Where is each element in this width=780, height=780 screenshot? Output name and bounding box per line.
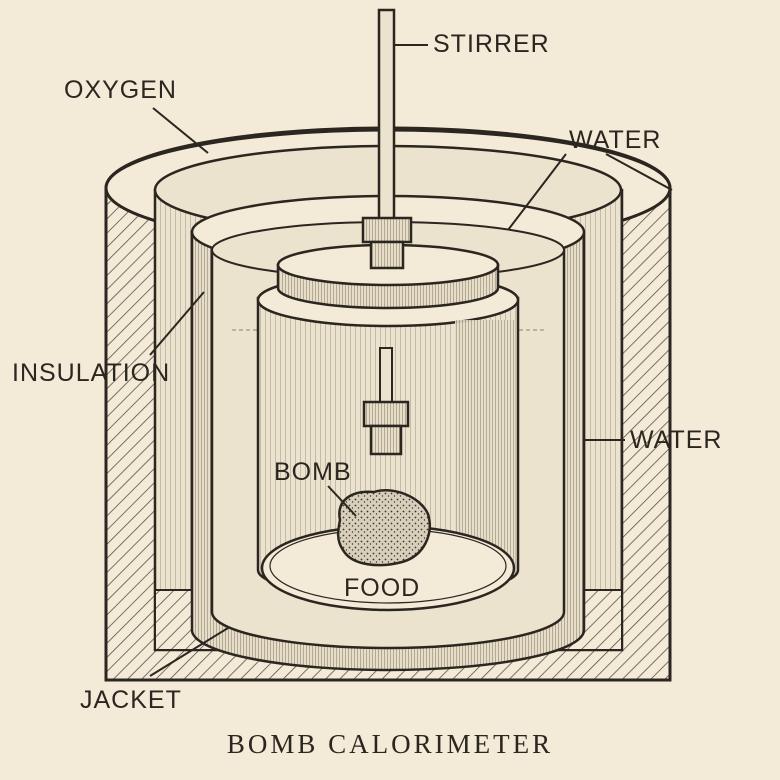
leader-oxygen xyxy=(152,107,209,154)
label-water-right: WATER xyxy=(630,426,723,454)
label-jacket: JACKET xyxy=(80,686,182,714)
label-water-top: WATER xyxy=(569,126,662,154)
food-sample xyxy=(336,489,431,567)
leader-lines xyxy=(149,44,673,677)
stirrer-assembly xyxy=(361,8,413,456)
label-bomb: BOMB xyxy=(274,458,352,486)
leader-insulation xyxy=(149,291,205,356)
leader-water-top-b xyxy=(605,153,673,191)
leader-jacket xyxy=(149,627,229,677)
diagram-caption: BOMB CALORIMETER xyxy=(226,729,554,759)
label-oxygen: OXYGEN xyxy=(64,76,177,104)
label-insulation: INSULATION xyxy=(12,359,171,387)
leader-bomb xyxy=(327,485,357,517)
label-food: FOOD xyxy=(344,574,421,602)
label-stirrer: STIRRER xyxy=(433,30,550,58)
leader-water-top xyxy=(507,153,567,231)
